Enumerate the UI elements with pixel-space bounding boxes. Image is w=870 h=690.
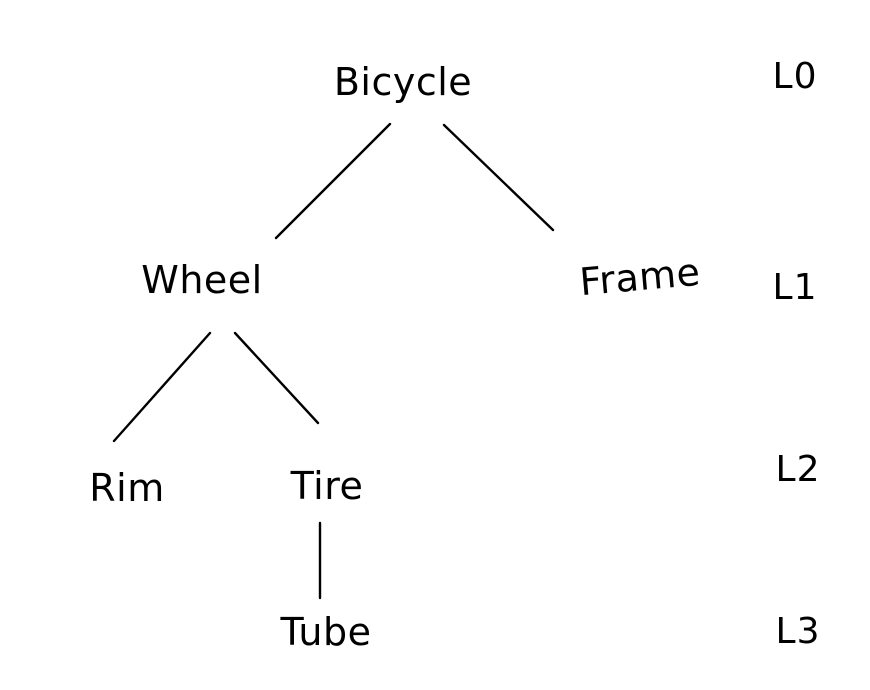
node-rim[interactable]: Rim [89,466,165,510]
edge-wheel-to-rim [112,331,212,443]
level-label-l2: L2 [775,449,821,490]
node-bicycle[interactable]: Bicycle [333,60,473,104]
edge-wheel-to-tire [233,331,320,425]
level-label-l1: L1 [772,267,818,308]
node-tube[interactable]: Tube [280,610,372,654]
node-tire[interactable]: Tire [290,464,364,508]
node-frame[interactable]: Frame [577,249,703,305]
edge-bicycle-to-frame [442,123,555,232]
level-label-l3: L3 [775,611,821,652]
level-label-l0: L0 [772,56,818,97]
node-wheel[interactable]: Wheel [141,258,263,302]
edge-bicycle-to-wheel [274,122,392,240]
